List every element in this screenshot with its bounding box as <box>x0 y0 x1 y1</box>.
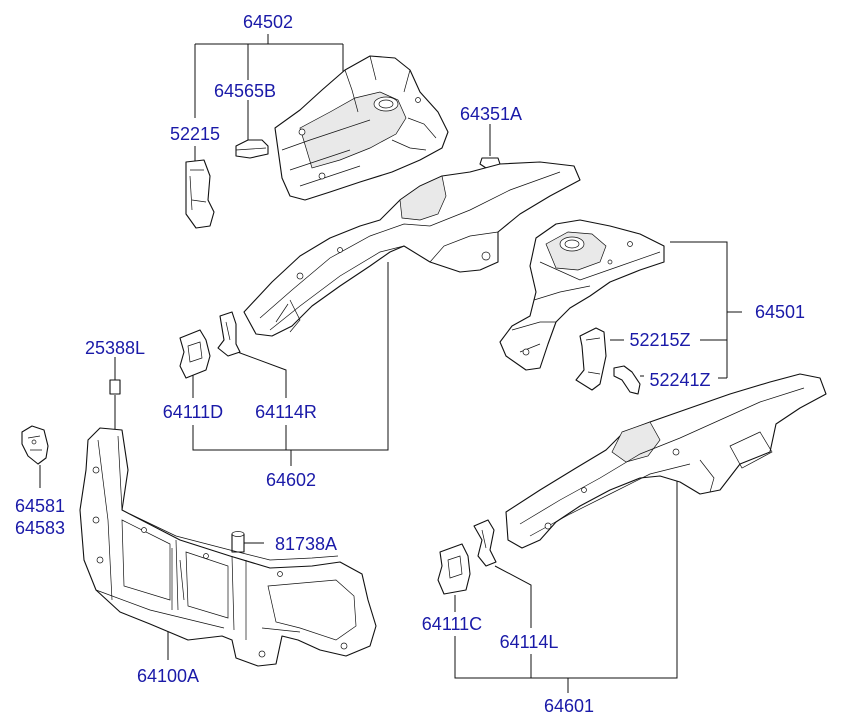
label-64502[interactable]: 64502 <box>243 12 293 32</box>
label-64351A[interactable]: 64351A <box>460 104 522 124</box>
part-52215-reinforcement[interactable] <box>185 159 215 229</box>
part-64565B-bracket[interactable] <box>235 139 269 159</box>
part-64100A-carrier[interactable] <box>79 427 377 667</box>
part-64502-panel[interactable] <box>274 55 449 201</box>
part-52215Z-reinforcement[interactable] <box>575 327 607 391</box>
part-64111D-plate[interactable] <box>179 329 211 379</box>
part-64581-bracket[interactable] <box>21 425 49 465</box>
label-64602[interactable]: 64602 <box>266 470 316 490</box>
label-64111D[interactable]: 64111D <box>163 402 223 422</box>
part-64114R-bracket[interactable] <box>217 311 241 357</box>
part-64114L-bracket[interactable] <box>473 519 497 567</box>
label-25388L[interactable]: 25388L <box>85 338 145 358</box>
part-64601-side-member[interactable] <box>505 373 827 549</box>
label-64114R[interactable]: 64114R <box>255 402 317 422</box>
label-64565B[interactable]: 64565B <box>214 81 276 101</box>
label-64111C[interactable]: 64111C <box>422 614 482 634</box>
label-64581[interactable]: 64581 <box>15 496 65 516</box>
part-25388L-clip[interactable] <box>109 379 121 395</box>
label-64583[interactable]: 64583 <box>15 518 65 538</box>
label-64501[interactable]: 64501 <box>755 302 805 322</box>
label-64100A[interactable]: 64100A <box>137 666 199 686</box>
part-52241Z-bracket[interactable] <box>613 365 641 395</box>
label-64601[interactable]: 64601 <box>544 696 594 716</box>
part-64602-side-member[interactable] <box>243 161 581 337</box>
part-64501-panel[interactable] <box>499 219 665 371</box>
part-81738A-stopper[interactable] <box>231 531 245 553</box>
part-labels: 64502 64565B 52215 64351A 64501 52215Z 5… <box>15 12 805 716</box>
label-52215[interactable]: 52215 <box>170 124 220 144</box>
label-81738A[interactable]: 81738A <box>275 534 337 554</box>
label-64114L[interactable]: 64114L <box>500 632 559 652</box>
part-64111C-plate[interactable] <box>437 543 471 595</box>
label-52215Z[interactable]: 52215Z <box>629 330 690 350</box>
label-52241Z[interactable]: 52241Z <box>649 370 710 390</box>
